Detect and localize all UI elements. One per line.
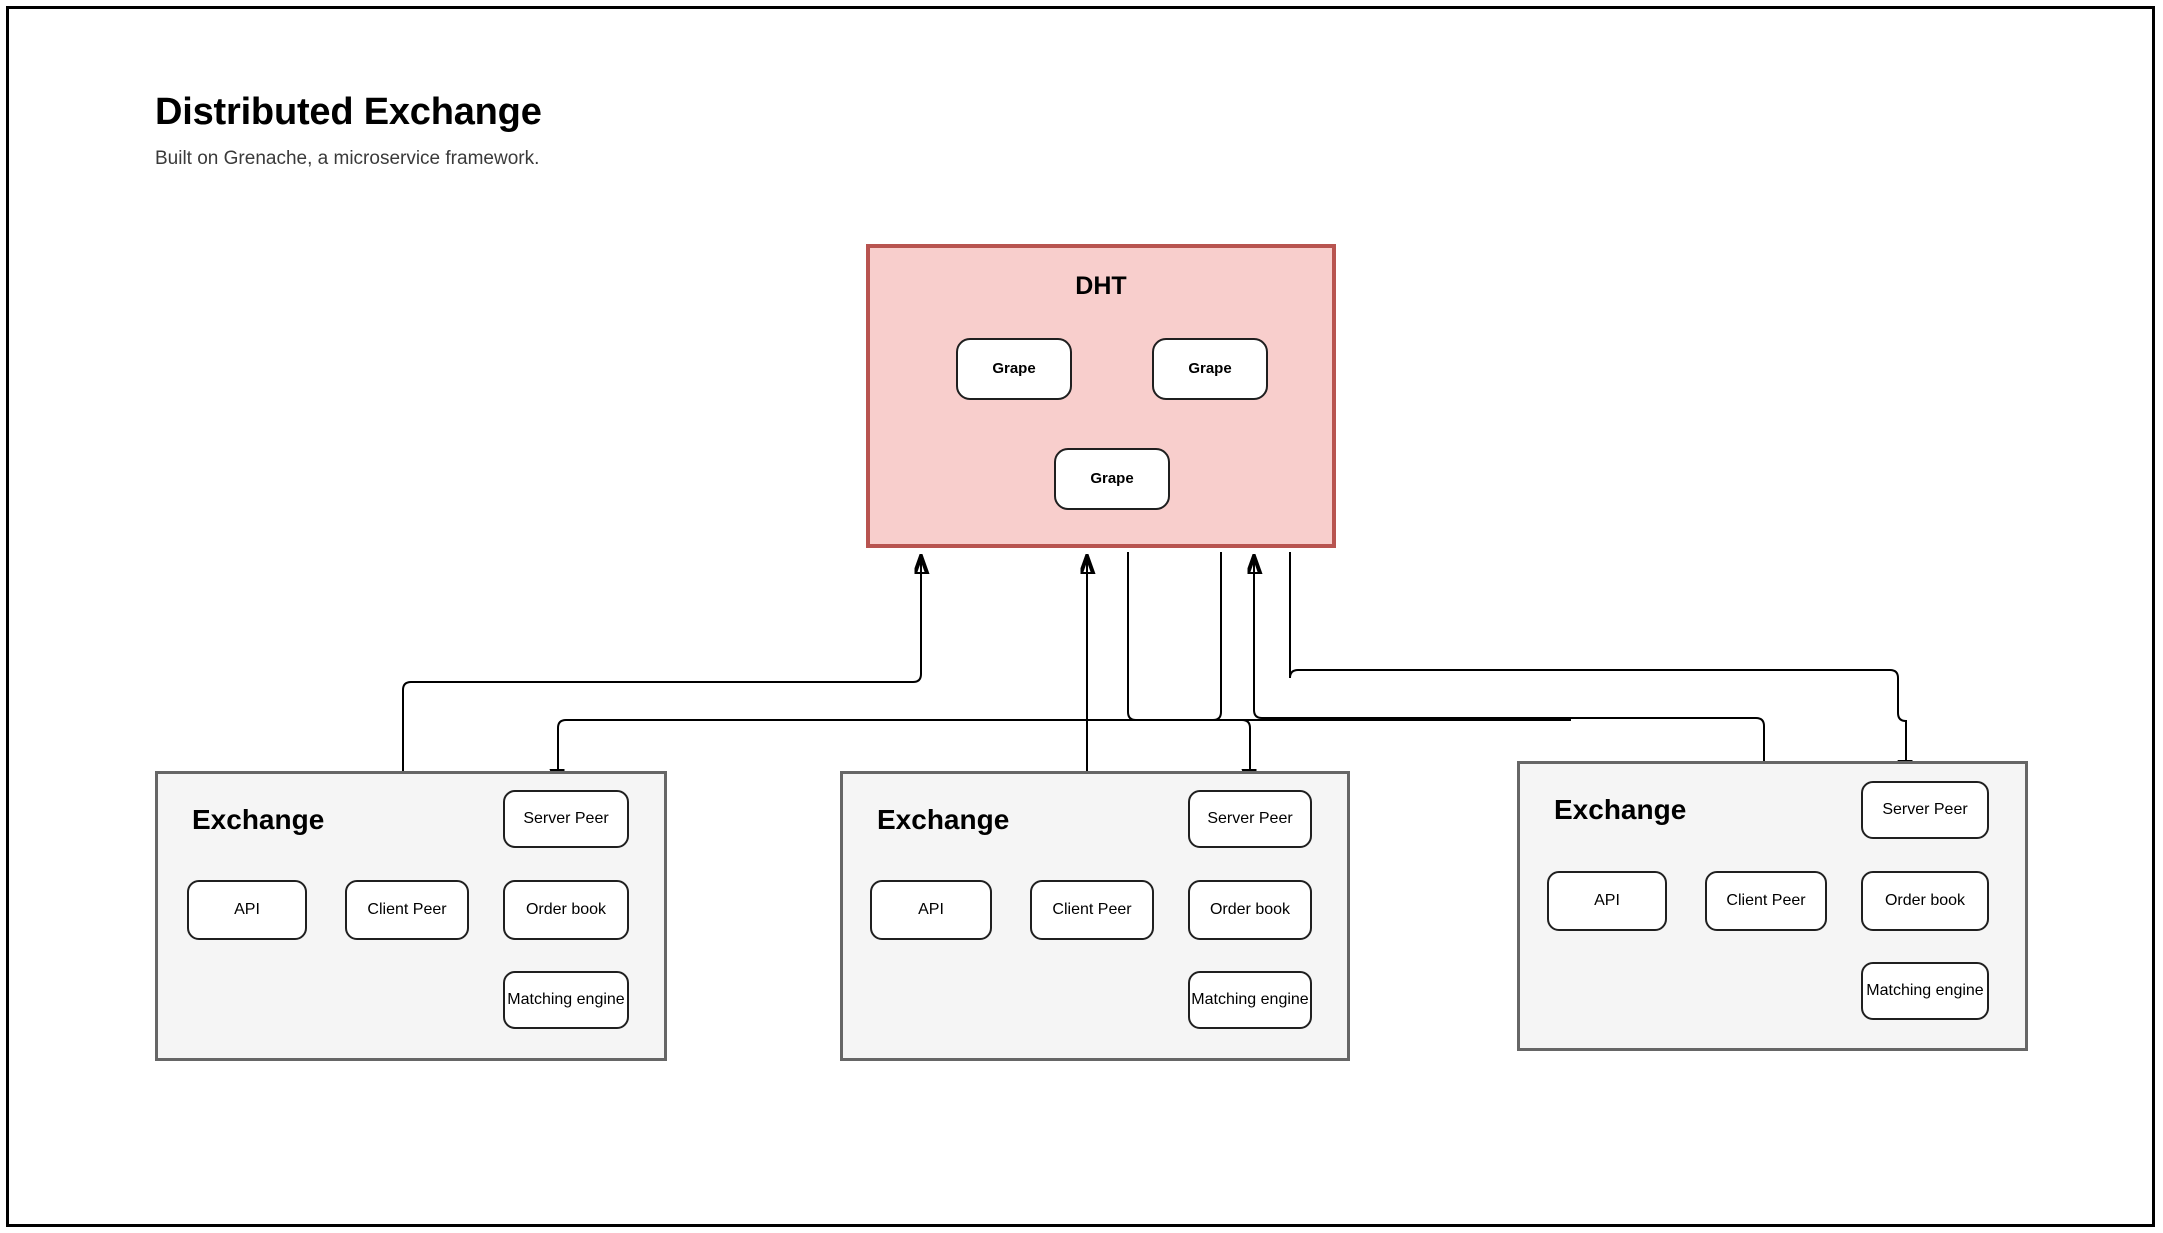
node-api-3[interactable]: API (1547, 871, 1667, 931)
node-label: API (918, 900, 944, 918)
node-label: Client Peer (1052, 900, 1132, 918)
node-label: Grape (1090, 470, 1134, 488)
node-client-peer-3[interactable]: Client Peer (1705, 871, 1827, 931)
dht-node-grape-left[interactable]: Grape (956, 338, 1072, 400)
exchange-title-1: Exchange (192, 804, 325, 835)
node-api-1[interactable]: API (187, 880, 307, 940)
edge-dht-server-3 (1289, 552, 1906, 777)
node-label: Client Peer (1726, 891, 1806, 909)
edge-dht-server-2 (1127, 552, 1250, 786)
node-matching-engine-3[interactable]: Matching engine (1861, 962, 1989, 1020)
node-label: Matching engine (1866, 981, 1984, 999)
node-order-book-1[interactable]: Order book (503, 880, 629, 940)
node-label: Matching engine (1191, 990, 1309, 1008)
node-client-peer-2[interactable]: Client Peer (1030, 880, 1154, 940)
node-label: Order book (1209, 900, 1291, 918)
node-api-2[interactable]: API (870, 880, 992, 940)
node-label: Client Peer (367, 900, 447, 918)
node-server-peer-1[interactable]: Server Peer (503, 790, 629, 848)
edge-client-3-dht (1254, 557, 1765, 869)
node-server-peer-3[interactable]: Server Peer (1861, 781, 1989, 839)
exchange-title-3: Exchange (1554, 794, 1687, 825)
node-matching-engine-2[interactable]: Matching engine (1188, 971, 1312, 1029)
edge-client-1-dht (402, 557, 921, 878)
node-label: API (234, 900, 260, 918)
node-label: Matching engine (507, 990, 625, 1008)
node-label: Server Peer (1207, 809, 1293, 827)
node-server-peer-2[interactable]: Server Peer (1188, 790, 1312, 848)
dht-node-grape-right[interactable]: Grape (1152, 338, 1268, 400)
node-label: Order book (1884, 891, 1966, 909)
node-label: Server Peer (1882, 800, 1968, 818)
node-label: API (1594, 891, 1620, 909)
node-client-peer-1[interactable]: Client Peer (345, 880, 469, 940)
page-subtitle: Built on Grenache, a microservice framew… (155, 148, 540, 169)
dht-container: DHT Grape Grape Grape (866, 244, 1336, 548)
node-order-book-3[interactable]: Order book (1861, 871, 1989, 931)
dht-label: DHT (1075, 272, 1127, 300)
dht-node-grape-bottom[interactable]: Grape (1054, 448, 1170, 510)
page-title: Distributed Exchange (155, 91, 542, 133)
node-label: Order book (525, 900, 607, 918)
node-label: Server Peer (523, 809, 609, 827)
exchange-title-2: Exchange (877, 804, 1010, 835)
node-order-book-2[interactable]: Order book (1188, 880, 1312, 940)
node-label: Grape (992, 360, 1036, 378)
node-label: Grape (1188, 360, 1232, 378)
node-matching-engine-1[interactable]: Matching engine (503, 971, 629, 1029)
